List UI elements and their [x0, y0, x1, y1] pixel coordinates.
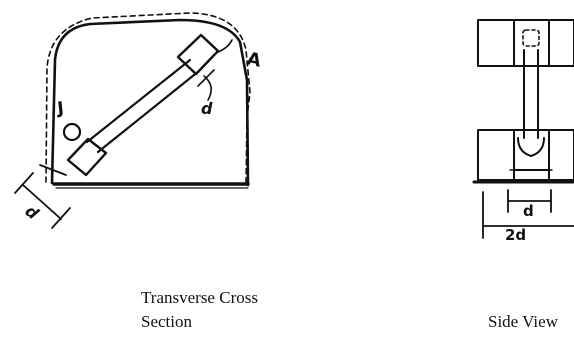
- joint-circle-j: [62, 122, 82, 142]
- label-dimension-d-lower: d: [22, 201, 43, 223]
- label-side-dimension-d: d: [523, 202, 534, 220]
- label-point-a: A: [245, 48, 263, 71]
- side-view-dimensions: [482, 189, 574, 239]
- lower-end-block: [66, 137, 108, 177]
- caption-transverse-cross-line2: Section: [141, 312, 192, 331]
- diagonal-brace: [85, 58, 201, 154]
- caption-transverse-cross-line1: Transverse Cross: [141, 288, 258, 307]
- lower-dimension: [14, 164, 71, 229]
- caption-side-view: Side View: [488, 312, 558, 331]
- label-dimension-d-upper: d: [201, 99, 213, 118]
- deformed-outline-dashed: [45, 12, 251, 185]
- label-point-j: J: [55, 98, 64, 119]
- label-side-dimension-2d: 2d: [505, 226, 526, 244]
- upper-dimension: [197, 39, 233, 101]
- cross-section-outline: [50, 18, 250, 187]
- upper-end-block: [176, 33, 220, 76]
- side-view-drawing: [472, 19, 574, 184]
